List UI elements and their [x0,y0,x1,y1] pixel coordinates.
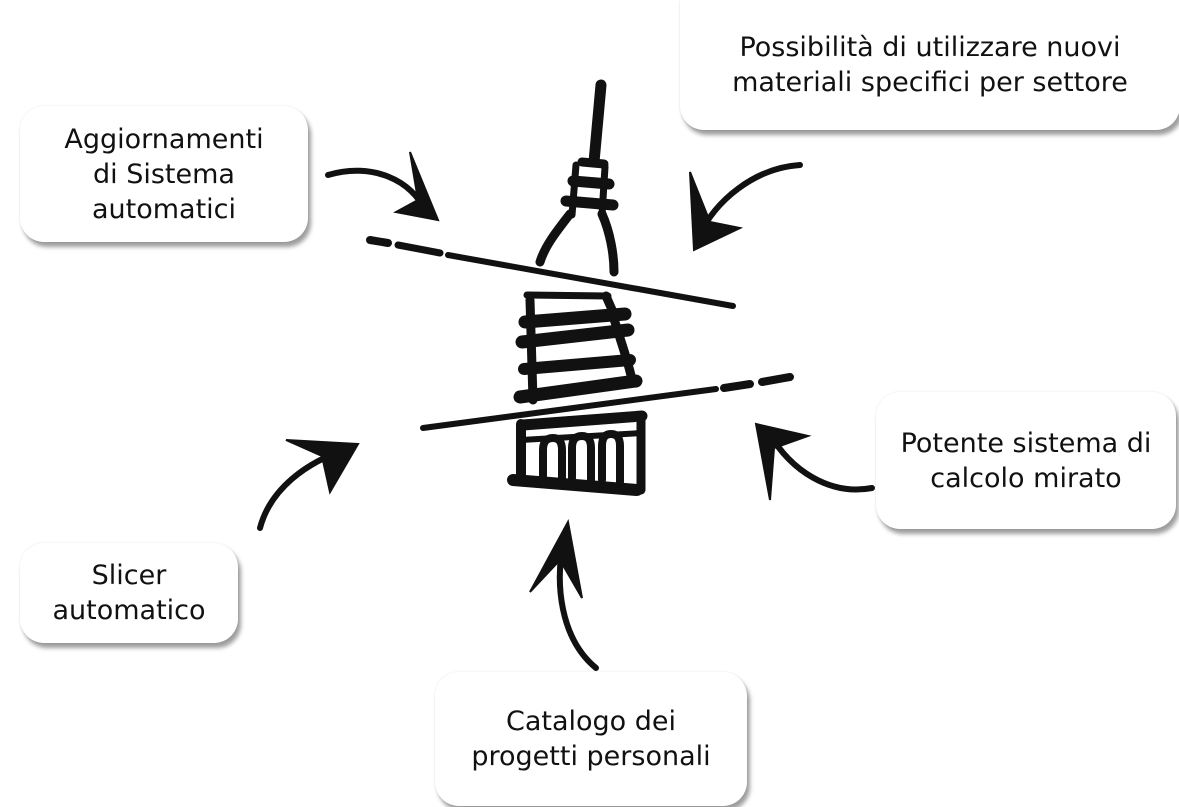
curved-arrow-icon [754,422,875,501]
note-text-line: automatico [52,595,206,626]
arrows-group [257,151,875,671]
curved-arrow-icon [529,519,599,671]
feature-note-calculation: Potente sistema di calcolo mirato [876,392,1176,529]
note-text-line: calcolo mirato [930,462,1122,494]
note-text-line: Possibilità di utilizzare nuovi [739,32,1121,63]
note-text-line: automatici [91,193,237,225]
curved-arrow-icon [325,151,440,222]
note-text-line: di Sistema [93,158,235,190]
note-text-line: Aggiornamenti [64,123,264,155]
curved-arrow-icon [689,162,803,252]
note-text-line: Slicer [91,560,167,591]
curved-arrow-icon [257,439,360,531]
note-text-line: materiali specifici per settore [732,67,1128,98]
feature-note-catalog: Catalogo dei progetti personali [435,672,747,806]
feature-note-materials: Possibilità di utilizzare nuovi material… [680,0,1179,130]
note-text-line: Catalogo dei [505,706,677,737]
feature-note-slicer: Slicer automatico [20,543,238,643]
note-text-line: Potente sistema di [900,427,1152,459]
note-text-line: progetti personali [471,741,711,772]
mole-antonelliana-sketch-icon [366,79,794,496]
feature-note-updates: Aggiornamenti di Sistema automatici [20,106,308,242]
